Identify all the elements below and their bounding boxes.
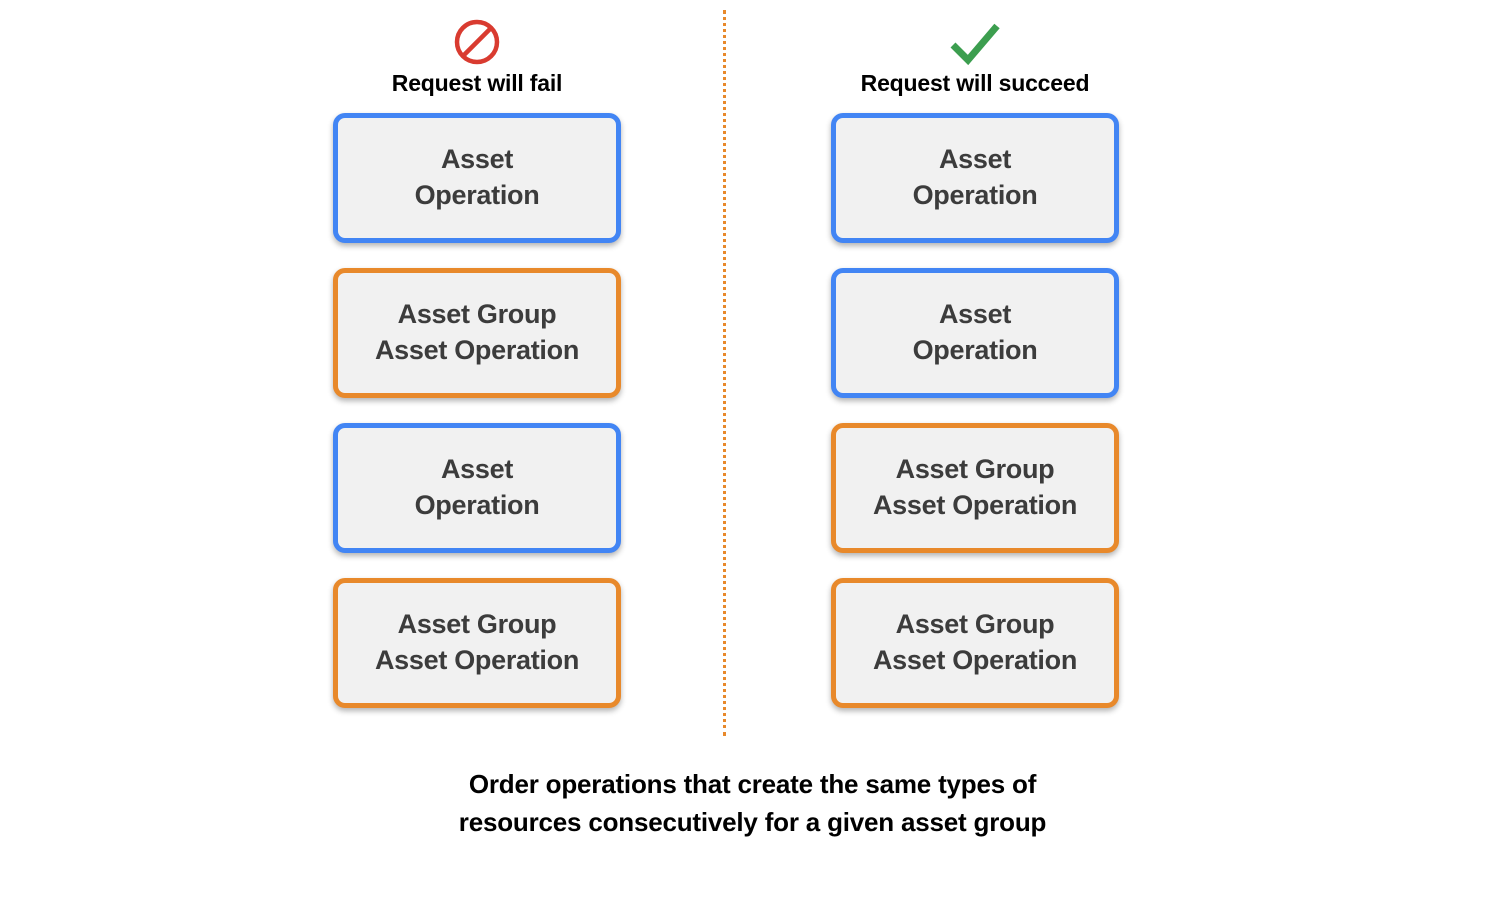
operation-box-asset-group-asset-operation[interactable]: Asset Group Asset Operation [831, 423, 1119, 553]
column-header-succeed-label: Request will succeed [860, 70, 1090, 96]
operation-box-label: Asset Group Asset Operation [374, 299, 580, 365]
operation-box-asset-operation[interactable]: Asset Operation [831, 113, 1119, 243]
operation-box-asset-group-asset-operation[interactable]: Asset Group Asset Operation [333, 268, 621, 398]
prohibited-icon [333, 14, 621, 70]
operation-box-asset-operation[interactable]: Asset Operation [333, 423, 621, 553]
operation-box-asset-operation[interactable]: Asset Operation [333, 113, 621, 243]
operation-box-label: Asset Operation [912, 299, 1038, 365]
operation-box-label: Asset Operation [912, 144, 1038, 210]
operation-list-fail: Asset Operation Asset Group Asset Operat… [333, 113, 621, 708]
operation-box-label: Asset Operation [414, 144, 540, 210]
diagram-caption: Order operations that create the same ty… [458, 769, 1047, 837]
column-header-fail: Request will fail [333, 14, 621, 95]
operation-box-label: Asset Group Asset Operation [374, 609, 580, 675]
vertical-dotted-divider [723, 10, 726, 736]
operation-box-asset-group-asset-operation[interactable]: Asset Group Asset Operation [333, 578, 621, 708]
operation-box-asset-group-asset-operation[interactable]: Asset Group Asset Operation [831, 578, 1119, 708]
checkmark-icon [831, 14, 1119, 70]
operation-box-label: Asset Group Asset Operation [872, 454, 1078, 520]
column-header-fail-label: Request will fail [391, 70, 563, 96]
column-header-succeed: Request will succeed [831, 14, 1119, 95]
operation-box-asset-operation[interactable]: Asset Operation [831, 268, 1119, 398]
operation-box-label: Asset Operation [414, 454, 540, 520]
operation-box-label: Asset Group Asset Operation [872, 609, 1078, 675]
operation-list-succeed: Asset Operation Asset Operation Asset Gr… [831, 113, 1119, 708]
